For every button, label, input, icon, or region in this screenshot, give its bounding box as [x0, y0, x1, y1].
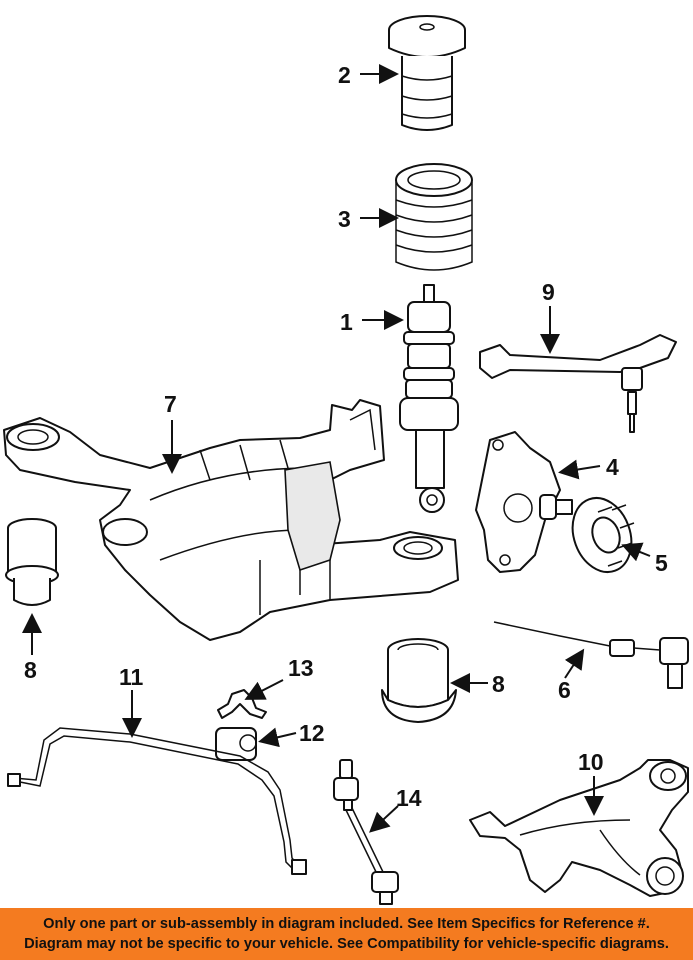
callout-8-left: 8 — [24, 657, 37, 683]
part-clamp — [217, 689, 267, 719]
callout-8-right: 8 — [492, 671, 505, 697]
part-sensor-cable — [493, 621, 689, 689]
callout-5: 5 — [655, 550, 668, 576]
part-stabilizer-link — [333, 759, 399, 905]
callout-4: 4 — [606, 454, 619, 480]
part-upper-link — [479, 334, 677, 433]
callout-7: 7 — [164, 391, 177, 417]
parts-diagram: 1 2 3 4 5 6 7 8 8 9 10 11 12 13 14 — [3, 15, 689, 905]
part-lower-control-arm — [469, 759, 689, 897]
part-stabilizer-bar — [7, 727, 307, 875]
callout-12: 12 — [299, 720, 325, 746]
callout-1: 1 — [340, 309, 353, 335]
part-stabilizer-bushing — [215, 727, 257, 761]
callout-9: 9 — [542, 279, 555, 305]
notice-line-2: Diagram may not be specific to your vehi… — [24, 936, 669, 952]
part-subframe — [3, 399, 459, 641]
part-bump-stop — [388, 15, 466, 131]
callout-14: 14 — [396, 785, 422, 811]
notice-banner: Only one part or sub-assembly in diagram… — [0, 908, 693, 960]
callout-3: 3 — [338, 206, 351, 232]
part-shock-absorber — [399, 284, 459, 513]
part-knuckle — [475, 431, 573, 573]
callout-2: 2 — [338, 62, 351, 88]
notice-line-1: Only one part or sub-assembly in diagram… — [43, 916, 650, 932]
callout-10: 10 — [578, 749, 604, 775]
part-bushing-right — [381, 638, 457, 723]
callout-13: 13 — [288, 655, 314, 681]
callout-11: 11 — [119, 664, 144, 690]
part-hub — [571, 497, 635, 573]
part-coil-spring — [395, 163, 473, 271]
callout-6: 6 — [558, 677, 571, 703]
part-bushing-left — [5, 518, 59, 606]
callout-arrows — [22, 64, 651, 833]
